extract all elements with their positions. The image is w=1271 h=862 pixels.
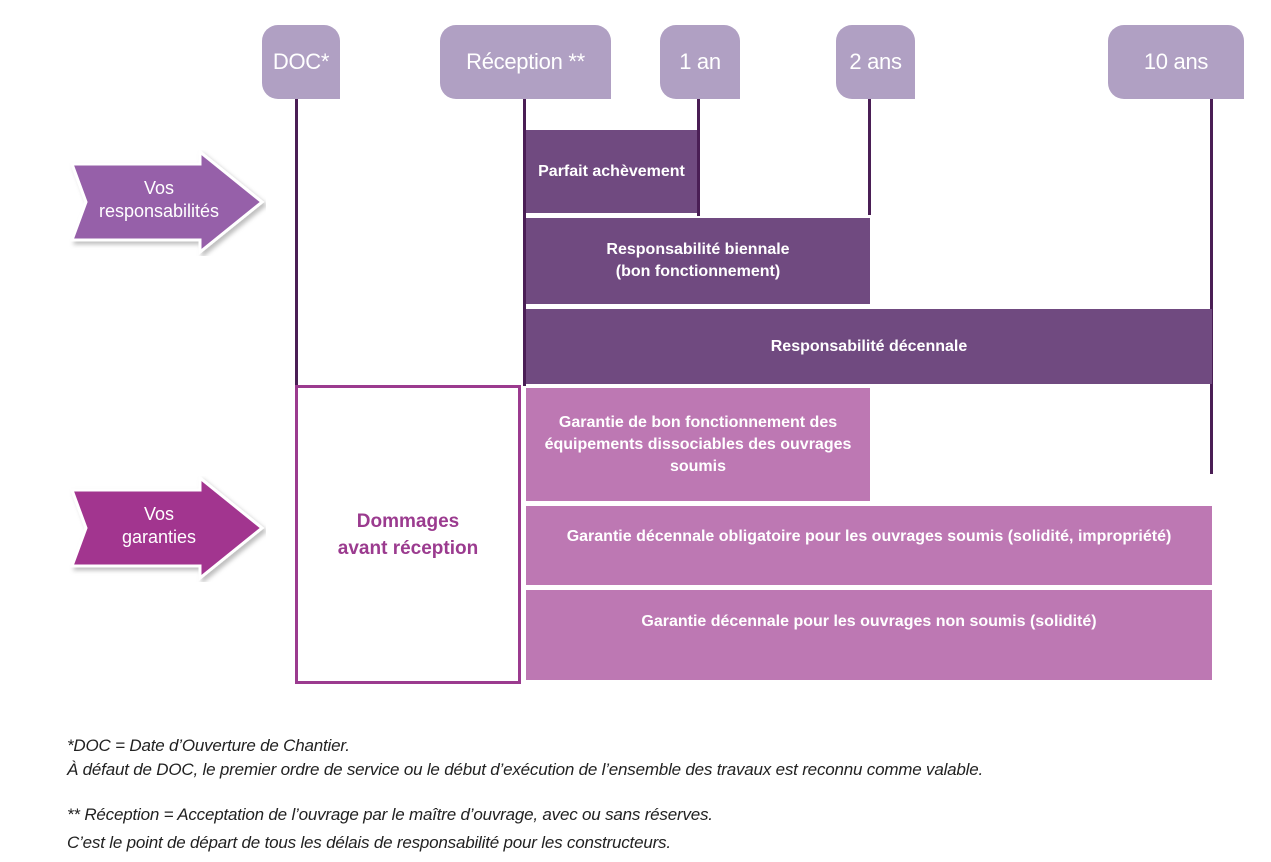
responsabilite-decennale-bar: Responsabilité décennale (526, 309, 1212, 384)
garantie-decennale-non-soumis-label: Garantie décennale pour les ouvrages non… (641, 613, 1097, 630)
vos-responsabilites-line2: responsabilités (98, 201, 220, 221)
vos-garanties-line2: garanties (121, 527, 197, 547)
dommages-line2: avant réception (337, 537, 479, 559)
vos-garanties-arrow (69, 476, 265, 582)
garantie-decennale-non-soumis-bar: Garantie décennale pour les ouvrages non… (526, 590, 1212, 680)
garantie-bon-fonctionnement-line2: équipements dissociables des ouvrages (544, 435, 852, 453)
milestone-10-ans-label: 10 ans (1143, 49, 1209, 74)
garantie-decennale-obligatoire-bar: Garantie décennale obligatoire pour les … (526, 506, 1212, 585)
dommages-line1: Dommages (356, 510, 460, 532)
milestone-doc-label: DOC* (272, 49, 330, 74)
vos-garanties-line1: Vos (143, 504, 175, 524)
milestone-2-ans-label: 2 ans (849, 49, 902, 74)
milestone-reception-label: Réception ** (466, 49, 585, 74)
2-ans-timeline-line (868, 99, 871, 215)
note-reception-definition: ** Réception = Acceptation de l’ouvrage … (67, 805, 713, 824)
milestone-2-ans: 2 ans (836, 25, 915, 99)
milestone-1-an: 1 an (660, 25, 740, 99)
parfait-achevement-label: Parfait achèvement (538, 162, 685, 180)
note-doc-alternative: À défaut de DOC, le premier ordre de ser… (67, 760, 984, 779)
note-doc-definition: *DOC = Date d’Ouverture de Chantier. (67, 736, 350, 755)
vos-responsabilites-label: Vos responsabilités (86, 170, 232, 230)
doc-timeline-line (295, 99, 298, 386)
parfait-achevement-bar: Parfait achèvement (526, 130, 697, 213)
responsabilite-biennale-line2: (bon fonctionnement) (615, 263, 781, 280)
garantie-bon-fonctionnement-line1: Garantie de bon fonctionnement des (558, 413, 838, 431)
garantie-bon-fonctionnement-line3: soumis (669, 457, 726, 475)
milestone-reception: Réception ** (440, 25, 611, 99)
reception-timeline-line (523, 99, 526, 386)
vos-responsabilites-arrow (69, 150, 265, 256)
milestone-10-ans: 10 ans (1108, 25, 1244, 99)
responsabilite-biennale-bar: Responsabilité biennale (bon fonctionnem… (526, 218, 870, 304)
responsabilite-biennale-line1: Responsabilité biennale (606, 241, 790, 258)
garantie-bon-fonctionnement-bar: Garantie de bon fonctionnement des équip… (526, 388, 870, 501)
dommages-avant-reception-box: Dommages avant réception (295, 385, 521, 684)
milestone-1-an-label: 1 an (679, 49, 721, 74)
10-ans-timeline-line (1210, 99, 1213, 474)
note-reception-point-depart: C’est le point de départ de tous les dél… (67, 833, 671, 852)
milestone-doc: DOC* (262, 25, 340, 99)
garantie-decennale-obligatoire-label: Garantie décennale obligatoire pour les … (566, 527, 1172, 545)
vos-responsabilites-line1: Vos (143, 178, 175, 198)
1-an-timeline-line (697, 99, 700, 216)
responsabilite-decennale-label: Responsabilité décennale (770, 337, 968, 355)
vos-garanties-label: Vos garanties (86, 498, 232, 554)
